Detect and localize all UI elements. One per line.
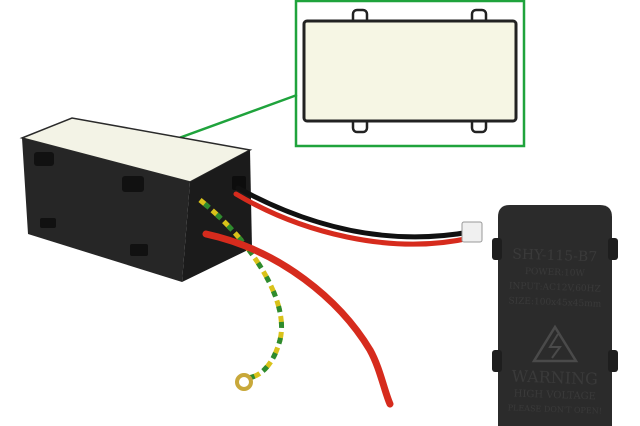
hv-red-wire [202,230,394,408]
lightning-bolt-icon [548,333,562,359]
output-wires [233,185,473,247]
ground-wire-yellow [198,198,284,381]
jst-connector [461,221,483,243]
rear-cover [492,205,618,426]
el-panel-zoomed [302,19,518,123]
callout-pointer-line [167,93,298,144]
driver-box [19,117,253,282]
lightning-warning-icon [531,324,579,363]
ring-terminal [235,373,253,391]
